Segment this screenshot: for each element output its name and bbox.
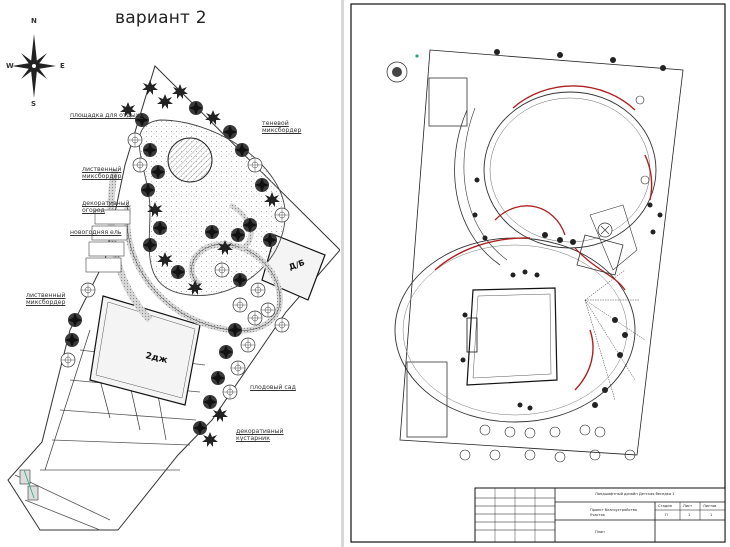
label-rest-area: площадка для отдыха [70, 112, 144, 119]
title-block-object: Проект благоустройства [590, 508, 638, 512]
compass-east-letter: E [60, 62, 65, 70]
compass-west-letter: W [6, 62, 14, 70]
compass-south-letter: S [31, 100, 37, 108]
label-leafy-mixborder-2: лиственный миксбордер [26, 292, 66, 306]
compass-rose-icon [12, 34, 56, 98]
title-block-sheets-value: 1 [710, 513, 713, 517]
compass-north-letter: N [31, 17, 37, 25]
title-block-sheets-label: Листов [703, 504, 717, 508]
label-christmas-tree: новогодняя ель [70, 229, 122, 236]
label-leafy-mixborder: лиственный миксбордер [82, 166, 122, 180]
label-shade-mixborder: теневой миксбордер [262, 120, 302, 134]
main-house-label: 2дж [144, 351, 168, 366]
technical-plan-panel: Ландшафтный дизайн Детская беседка 1 Про… [345, 0, 730, 547]
variant-2-panel: вариант 2 N S W E [0, 0, 340, 547]
title-block-sheet-label: Лист [683, 504, 693, 508]
title-block-sheet-name: План [595, 530, 605, 534]
label-fruit-garden: плодовый сад [250, 384, 296, 391]
title-block-project: Ландшафтный дизайн Детская беседка 1 [595, 492, 675, 496]
label-decorative-shrubs: декоративный кустарник [236, 428, 284, 442]
technical-site-plan [350, 3, 726, 543]
variant-title: вариант 2 [115, 8, 207, 28]
site-plan-variant-2: 2дж Д/Б [7, 65, 340, 531]
panel-divider [341, 0, 344, 547]
title-block-stage-value: П [665, 513, 668, 517]
title-block-stage-label: Стадия [658, 504, 672, 508]
label-decorative-garden: декоративный огород [82, 200, 130, 214]
title-block-location: Участок [590, 513, 605, 517]
title-block-sheet-value: 1 [688, 513, 691, 517]
